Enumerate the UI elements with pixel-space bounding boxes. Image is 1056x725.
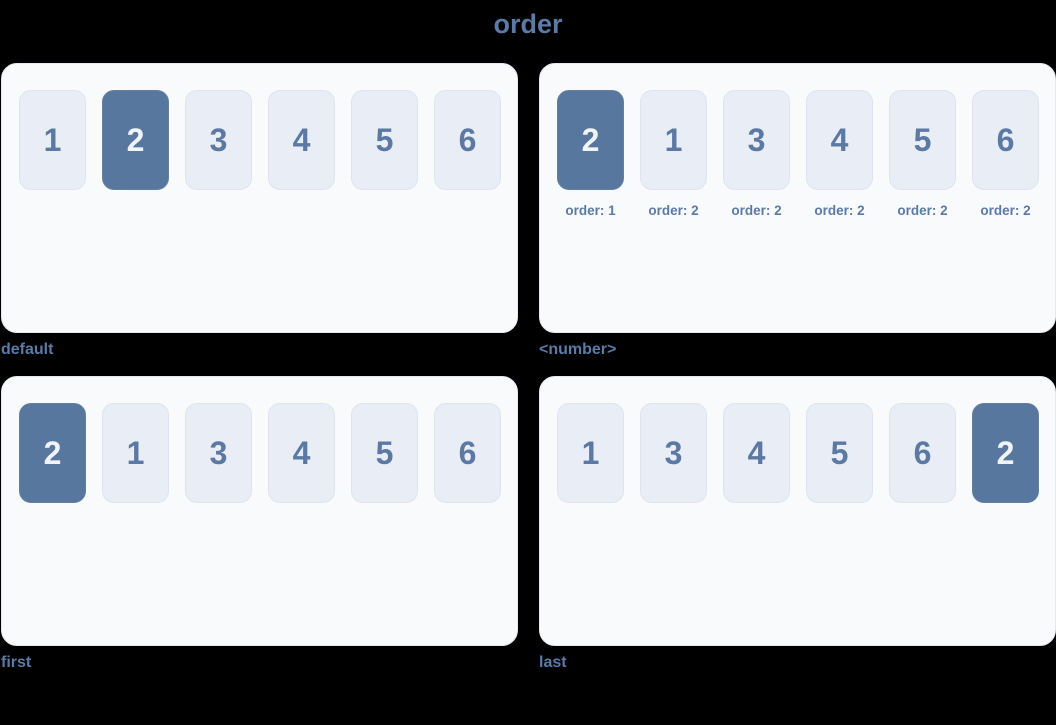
item-column: 5 [351, 403, 418, 503]
item-column: 6 [434, 403, 501, 503]
item-card: 1 [19, 90, 86, 190]
demo-cell-number: 2 order: 1 1 order: 2 3 order: 2 4 order: 2 5 ord… [539, 63, 1056, 358]
item-card: 3 [185, 403, 252, 503]
item-column: 2 [19, 403, 86, 503]
item-card-highlighted: 2 [19, 403, 86, 503]
item-column: 4 order: 2 [806, 90, 873, 218]
page-title: order [493, 9, 563, 39]
item-column: 5 [806, 403, 873, 503]
item-column: 4 [723, 403, 790, 503]
item-column: 6 order: 2 [972, 90, 1039, 218]
item-card: 6 [434, 403, 501, 503]
item-column: 5 order: 2 [889, 90, 956, 218]
panel-caption-first: first [1, 654, 32, 671]
item-card: 5 [806, 403, 873, 503]
item-card: 6 [434, 90, 501, 190]
item-column: 3 order: 2 [723, 90, 790, 218]
item-card-highlighted: 2 [972, 403, 1039, 503]
panel-caption-number: <number> [539, 341, 617, 358]
item-order-label: order: 2 [814, 203, 865, 218]
panel-caption-last: last [539, 654, 567, 671]
item-column: 6 [434, 90, 501, 190]
item-column: 4 [268, 403, 335, 503]
item-order-label: order: 2 [897, 203, 948, 218]
item-card: 3 [723, 90, 790, 190]
item-card: 5 [889, 90, 956, 190]
panel-number: 2 order: 1 1 order: 2 3 order: 2 4 order: 2 5 ord… [539, 63, 1056, 333]
item-column: 1 [557, 403, 624, 503]
item-column: 1 [19, 90, 86, 190]
item-column: 1 [102, 403, 169, 503]
item-column: 2 [102, 90, 169, 190]
item-column: 2 order: 1 [557, 90, 624, 218]
item-column: 6 [889, 403, 956, 503]
item-order-label: order: 1 [565, 203, 616, 218]
item-card: 1 [102, 403, 169, 503]
item-card: 6 [889, 403, 956, 503]
item-card: 3 [185, 90, 252, 190]
panel-caption-default: default [1, 341, 54, 358]
item-card: 4 [806, 90, 873, 190]
item-card-highlighted: 2 [102, 90, 169, 190]
item-column: 3 [640, 403, 707, 503]
item-card: 1 [557, 403, 624, 503]
item-order-label: order: 2 [980, 203, 1031, 218]
item-order-label: order: 2 [648, 203, 699, 218]
item-card: 4 [723, 403, 790, 503]
item-column: 3 [185, 90, 252, 190]
item-column: 1 order: 2 [640, 90, 707, 218]
item-card: 4 [268, 90, 335, 190]
item-card: 3 [640, 403, 707, 503]
item-card: 4 [268, 403, 335, 503]
items-row: 2 order: 1 1 order: 2 3 order: 2 4 order: 2 5 ord… [540, 64, 1055, 218]
item-card: 5 [351, 403, 418, 503]
item-card: 5 [351, 90, 418, 190]
item-card: 6 [972, 90, 1039, 190]
item-card: 1 [640, 90, 707, 190]
item-column: 2 [972, 403, 1039, 503]
item-card-highlighted: 2 [557, 90, 624, 190]
item-column: 5 [351, 90, 418, 190]
item-column: 4 [268, 90, 335, 190]
item-order-label: order: 2 [731, 203, 782, 218]
item-column: 3 [185, 403, 252, 503]
